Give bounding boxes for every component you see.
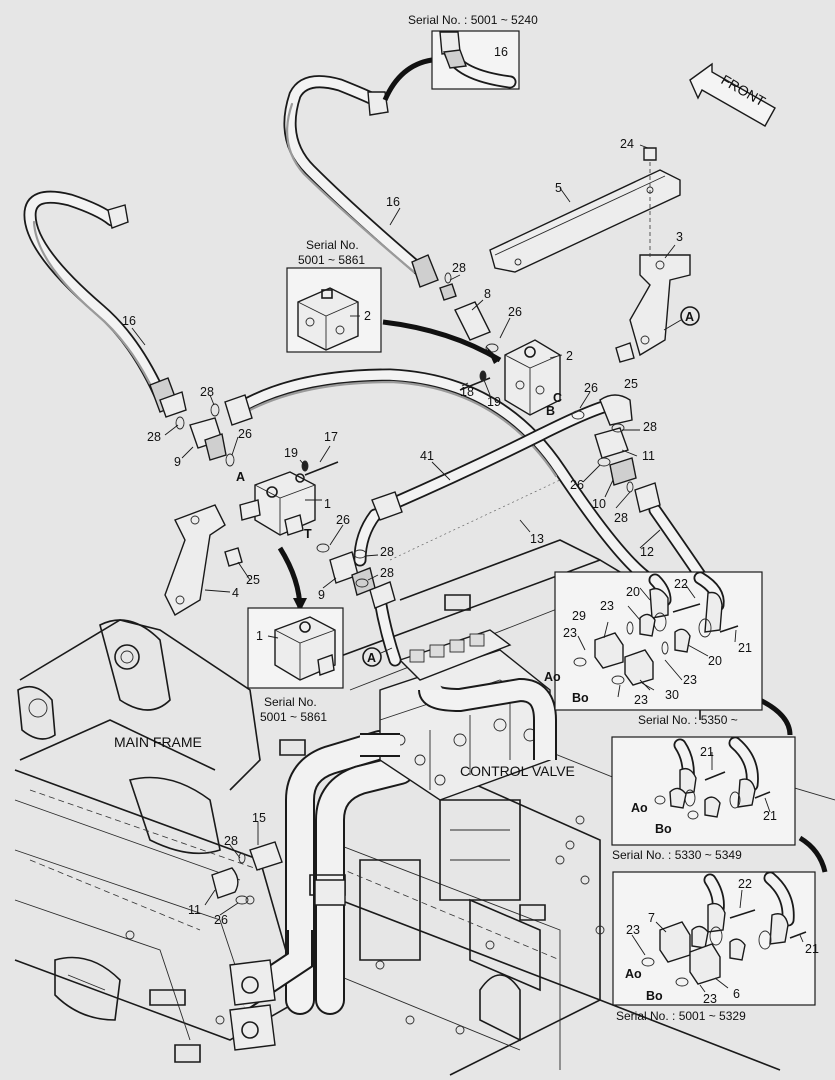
part-23a: 23 — [600, 599, 614, 613]
part-2: 2 — [566, 349, 573, 363]
letter-Bo-c: Bo — [646, 989, 663, 1003]
part-12: 12 — [640, 545, 654, 559]
part-4: 4 — [232, 586, 239, 600]
part-13: 13 — [530, 532, 544, 546]
part-26-left: 26 — [238, 427, 252, 441]
part-41: 41 — [420, 449, 434, 463]
o-rings — [175, 272, 634, 905]
control-valve-assembly — [229, 629, 557, 1051]
part-15: 15 — [252, 811, 266, 825]
part-16-top: 16 — [386, 195, 400, 209]
part-19-right: 19 — [487, 395, 501, 409]
serial-5330: Serial No. : 5330 ~ 5349 — [612, 848, 742, 862]
detail-box-valve1: Serial No. 5001 ~ 5861 1 — [247, 607, 344, 724]
letter-Ao-a: Ao — [544, 670, 561, 684]
part-3: 3 — [676, 230, 683, 244]
part-26-mid: 26 — [336, 513, 350, 527]
part-23d: 23 — [634, 693, 648, 707]
part-6: 6 — [733, 987, 740, 1001]
letter-A: A — [236, 470, 245, 484]
part-21c: 21 — [763, 809, 777, 823]
part-18: 18 — [460, 385, 474, 399]
part-23c: 23 — [683, 673, 697, 687]
part-1-detail: 1 — [256, 629, 263, 643]
part-16-detail: 16 — [494, 45, 508, 59]
part-26-bottom: 26 — [214, 913, 228, 927]
part-8: 8 — [484, 287, 491, 301]
part-11-right: 11 — [642, 449, 655, 463]
serial-left-line2: 5001 ~ 5861 — [298, 253, 365, 267]
part-5: 5 — [555, 181, 562, 195]
part-28-r2: 28 — [614, 511, 628, 525]
serial-valve-line1: Serial No. — [264, 695, 317, 709]
part-1: 1 — [324, 497, 331, 511]
part-26-top: 26 — [508, 305, 522, 319]
part-24: 24 — [620, 137, 634, 151]
part-7: 7 — [648, 911, 655, 925]
front-arrow: FRONT — [689, 62, 776, 127]
main-labels: MAIN FRAME CONTROL VALVE 24 5 3 16 16 28… — [114, 137, 700, 927]
part-23f: 23 — [703, 992, 717, 1006]
part-23b: 23 — [563, 626, 577, 640]
part-30: 30 — [665, 688, 679, 702]
part-28-left1: 28 — [200, 385, 214, 399]
part-19-left: 19 — [284, 446, 298, 460]
part-22a: 22 — [674, 577, 688, 591]
serial-top: Serial No. : 5001 ~ 5240 — [408, 13, 538, 27]
part-25-right: 25 — [624, 377, 638, 391]
detail-box-5330: Serial No. : 5330 ~ 5349 21 21 Ao Bo — [611, 736, 796, 862]
part-21b: 21 — [700, 745, 714, 759]
letter-Bo-b: Bo — [655, 822, 672, 836]
part-23e: 23 — [626, 923, 640, 937]
part-28-top: 28 — [452, 261, 466, 275]
serial-valve-line2: 5001 ~ 5861 — [260, 710, 327, 724]
circle-A-right: A — [685, 310, 694, 324]
detail-box-valve2: Serial No. 5001 ~ 5861 2 — [286, 238, 382, 353]
letter-Ao-c: Ao — [625, 967, 642, 981]
detail-pointers — [277, 57, 828, 873]
part-21a: 21 — [738, 641, 752, 655]
part-9-upper: 9 — [174, 455, 181, 469]
part-21d: 21 — [805, 942, 819, 956]
part-26-r2: 26 — [570, 478, 584, 492]
detail-box-top: Serial No. : 5001 ~ 5240 16 — [408, 13, 538, 90]
part-28-left2: 28 — [147, 430, 161, 444]
part-28-bottom: 28 — [224, 834, 238, 848]
letter-C: C — [553, 391, 562, 405]
serial-5001: Serial No. : 5001 ~ 5329 — [616, 1009, 746, 1023]
part-10: 10 — [592, 497, 606, 511]
part-16-left: 16 — [122, 314, 136, 328]
part-20a: 20 — [626, 585, 640, 599]
control-valve-label: CONTROL VALVE — [460, 763, 575, 779]
part-28-r1: 28 — [643, 420, 657, 434]
serial-5350: Serial No. : 5350 ~ — [638, 713, 738, 727]
part-28-mid1: 28 — [380, 545, 394, 559]
part-17: 17 — [324, 430, 338, 444]
part-28-mid2: 28 — [380, 566, 394, 580]
leader-lines — [131, 51, 676, 916]
part-11-bottom: 11 — [188, 903, 201, 917]
letter-T: T — [304, 527, 312, 541]
letter-B: B — [546, 404, 555, 418]
letter-Ao-b: Ao — [631, 801, 648, 815]
serial-left-line1: Serial No. — [306, 238, 359, 252]
part-22b: 22 — [738, 877, 752, 891]
detail-box-5350: Serial No. : 5350 ~ 20 22 29 23 23 20 23… — [544, 571, 763, 727]
part-29: 29 — [572, 609, 586, 623]
detail-box-5001: Serial No. : 5001 ~ 5329 22 7 23 21 6 23… — [612, 871, 819, 1023]
main-frame-label: MAIN FRAME — [114, 734, 202, 750]
part-25-left: 25 — [246, 573, 260, 587]
part-9-lower: 9 — [318, 588, 325, 602]
part-26-r1: 26 — [584, 381, 598, 395]
circle-A-left: A — [367, 651, 376, 665]
letter-Bo-a: Bo — [572, 691, 589, 705]
part-20b: 20 — [708, 654, 722, 668]
part-2-detail: 2 — [364, 309, 371, 323]
